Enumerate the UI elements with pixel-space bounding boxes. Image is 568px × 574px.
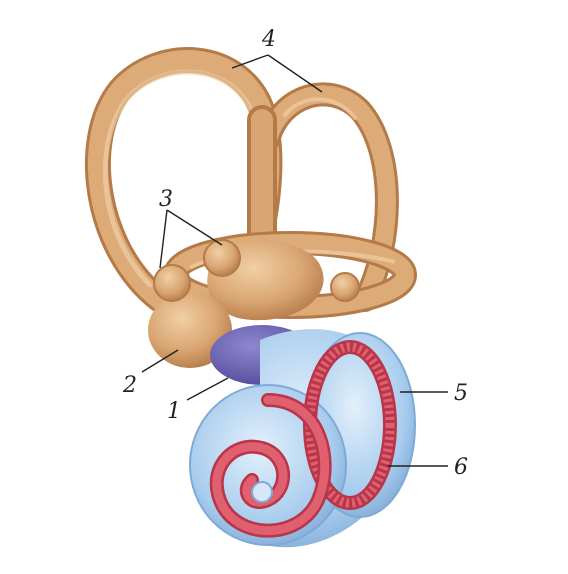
label-5: 5: [454, 381, 468, 406]
leader-4b: [268, 55, 322, 92]
leader-1: [187, 378, 228, 400]
label-2: 2: [122, 373, 137, 398]
label-4: 4: [261, 27, 276, 52]
leader-3a: [160, 210, 167, 268]
label-1: 1: [167, 399, 181, 424]
label-6: 6: [454, 455, 468, 480]
label-3: 3: [159, 187, 173, 212]
leader-3b: [167, 210, 222, 245]
